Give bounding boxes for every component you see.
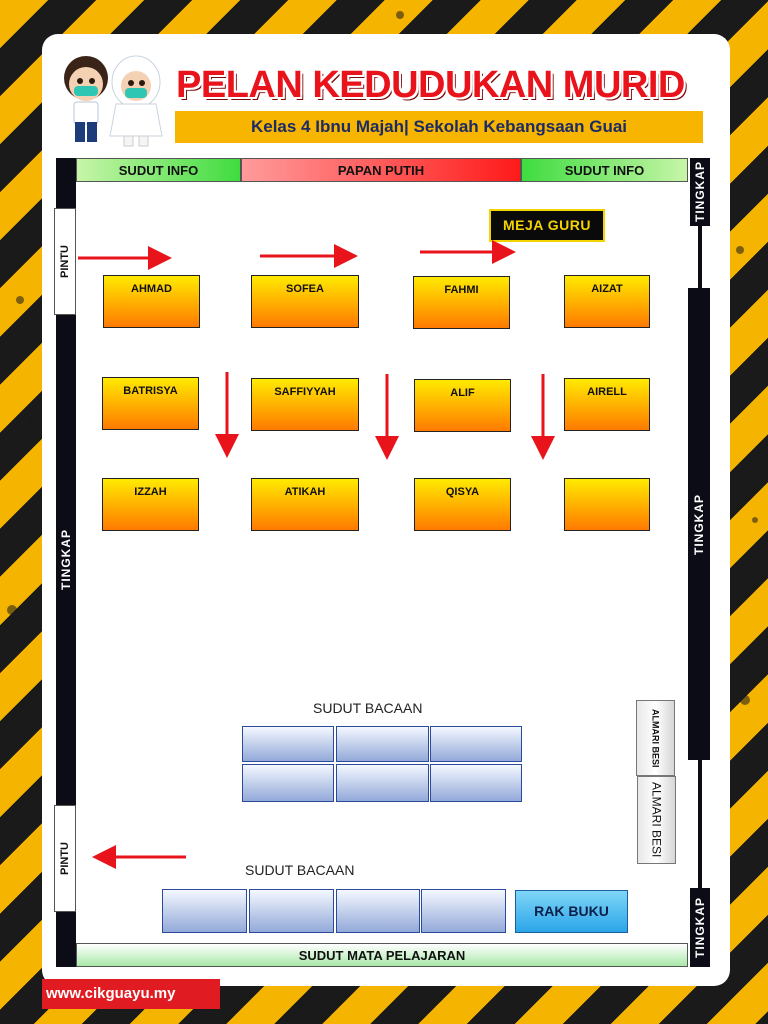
reading-table <box>242 764 334 802</box>
reading-table <box>421 889 506 933</box>
left-wall <box>56 158 76 967</box>
reading-table <box>249 889 334 933</box>
right-wall-segment-top <box>690 158 710 226</box>
bookshelf: RAK BUKU <box>515 890 628 933</box>
reading-table <box>336 726 429 762</box>
right-wall-line <box>698 226 702 288</box>
right-wall-segment-bottom <box>690 888 710 967</box>
reading-table <box>162 889 247 933</box>
subject-corner: SUDUT MATA PELAJARAN <box>76 943 688 967</box>
desk-atikah: ATIKAH <box>251 478 359 531</box>
desk-fahmi: FAHMI <box>413 276 510 329</box>
desk-ahmad: AHMAD <box>103 275 200 328</box>
reading-table <box>336 889 420 933</box>
desk-empty <box>564 478 650 531</box>
desk-aizat: AIZAT <box>564 275 650 328</box>
steel-cabinet-small: ALMARI BESI <box>636 700 675 776</box>
page-subtitle: Kelas 4 Ibnu Majah| Sekolah Kebangsaan G… <box>175 111 703 143</box>
reading-table <box>430 764 522 802</box>
desk-airell: AIRELL <box>564 378 650 431</box>
desk-qisya: QISYA <box>414 478 511 531</box>
info-corner-right: SUDUT INFO <box>521 158 688 182</box>
page-title: PELAN KEDUDUKAN MURID <box>176 64 685 106</box>
steel-cabinet-large: ALMARI BESI <box>637 776 676 864</box>
reading-table <box>336 764 429 802</box>
footer-url[interactable]: www.cikguayu.my <box>42 979 220 1009</box>
right-wall-segment-mid <box>688 288 710 760</box>
whiteboard: PAPAN PUTIH <box>241 158 521 182</box>
desk-batrisya: BATRISYA <box>102 377 199 430</box>
info-corner-left: SUDUT INFO <box>76 158 241 182</box>
desk-izzah: IZZAH <box>102 478 199 531</box>
reading-table <box>242 726 334 762</box>
reading-corner-label-top: SUDUT BACAAN <box>313 700 423 716</box>
desk-sofea: SOFEA <box>251 275 359 328</box>
students-mascot-icon <box>64 55 163 147</box>
right-wall-line-lower <box>698 760 702 888</box>
desk-saffiyyah: SAFFIYYAH <box>251 378 359 431</box>
reading-corner-label-bottom: SUDUT BACAAN <box>245 862 355 878</box>
desk-alif: ALIF <box>414 379 511 432</box>
teacher-desk: MEJA GURU <box>489 209 605 242</box>
reading-table <box>430 726 522 762</box>
